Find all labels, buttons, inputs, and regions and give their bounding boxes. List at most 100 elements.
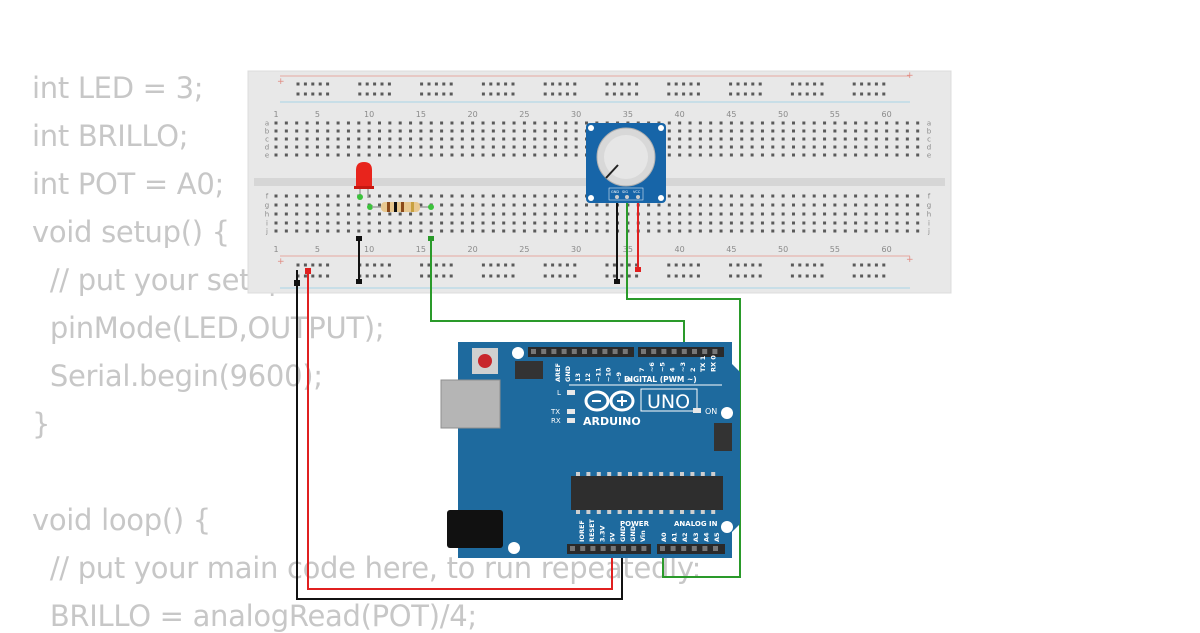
rail-hole (813, 263, 817, 267)
rail-hole (504, 92, 508, 96)
pin-label: A1 (671, 532, 679, 542)
breadboard-hole (429, 145, 433, 149)
breadboard-hole (781, 121, 785, 125)
power-jack (447, 510, 503, 548)
breadboard-hole (678, 212, 682, 216)
mount-hole (658, 125, 664, 131)
rail-hole (511, 263, 515, 267)
breadboard-hole (802, 153, 806, 157)
column-number: 35 (623, 110, 633, 119)
pin-socket (661, 349, 667, 354)
pin-socket (681, 546, 687, 551)
breadboard-hole (792, 153, 795, 157)
pin-label: A4 (702, 532, 710, 542)
breadboard-hole (802, 212, 806, 216)
pin-socket (691, 546, 697, 551)
breadboard-hole (564, 229, 568, 233)
breadboard-hole (440, 129, 444, 133)
rail-hole (420, 274, 424, 278)
breadboard-hole (553, 212, 557, 216)
breadboard-hole (740, 212, 744, 216)
breadboard-hole (885, 221, 889, 225)
rail-hole (558, 92, 562, 96)
breadboard-hole (346, 137, 350, 141)
breadboard-hole (305, 221, 309, 225)
arduino-uno-board[interactable]: UNO ARDUINO DIGITAL (PWM ~) ON L TX RX P… (440, 342, 740, 558)
breadboard-hole (274, 212, 278, 216)
breadboard-hole (729, 203, 733, 207)
rail-hole (387, 92, 391, 96)
code-line: int POT = A0; (32, 167, 224, 201)
rail-hole (743, 92, 747, 96)
breadboard-hole (854, 221, 858, 225)
potentiometer[interactable]: GND SIG VCC (586, 123, 666, 203)
breadboard-hole (471, 229, 475, 233)
pin-socket (602, 349, 608, 354)
rail-hole (635, 274, 639, 278)
breadboard-hole (491, 145, 495, 149)
on-led (693, 408, 701, 413)
red-5v-wire[interactable] (307, 270, 613, 590)
rail-hole (380, 263, 384, 267)
breadboard-hole (346, 121, 350, 125)
breadboard-hole (346, 145, 350, 149)
breadboard-hole (802, 129, 806, 133)
breadboard-hole (719, 153, 723, 157)
rail-hole (496, 92, 500, 96)
pin-socket (670, 546, 676, 551)
breadboard-hole (574, 194, 578, 198)
pin-socket (641, 349, 646, 354)
rail-hole (736, 263, 740, 267)
rail-hole (551, 274, 555, 278)
rail-hole (427, 82, 431, 86)
resistor-band (411, 202, 414, 212)
breadboard-hole (429, 212, 433, 216)
breadboard-hole (522, 212, 526, 216)
breadboard-hole (740, 121, 744, 125)
rail-hole (798, 263, 802, 267)
green-pin3-wire[interactable] (430, 238, 685, 350)
led[interactable] (354, 162, 374, 210)
breadboard-hole (553, 194, 557, 198)
breadboard-hole (678, 194, 682, 198)
breadboard-hole (388, 194, 392, 198)
rail-hole (605, 263, 609, 267)
breadboard-hole (378, 229, 381, 233)
breadboard-hole (378, 194, 381, 198)
breadboard-hole (843, 137, 847, 141)
rail-hole (326, 82, 330, 86)
breadboard-hole (585, 221, 588, 225)
breadboard-hole (543, 194, 547, 198)
breadboard-hole (657, 212, 661, 216)
rail-hole (427, 263, 431, 267)
column-number: 30 (571, 110, 581, 119)
breadboard-hole (905, 129, 909, 133)
breadboard-hole (440, 229, 444, 233)
reset-button[interactable] (478, 354, 492, 368)
breadboard-hole (419, 121, 423, 125)
breadboard-hole (367, 194, 371, 198)
rail-hole (442, 82, 446, 86)
breadboard-hole (812, 137, 816, 141)
breadboard-hole (398, 153, 402, 157)
rail-hole (867, 274, 871, 278)
rail-hole (689, 263, 693, 267)
resistor[interactable] (372, 202, 434, 212)
breadboard-hole (585, 203, 588, 207)
chip-leg (659, 472, 664, 476)
column-number: 50 (778, 110, 788, 119)
breadboard-hole (667, 129, 671, 133)
chip-leg (659, 510, 664, 514)
pot-pin-label: GND (611, 190, 619, 194)
breadboard-hole (471, 129, 475, 133)
breadboard-hole (543, 221, 547, 225)
rail-hole (667, 82, 671, 86)
breadboard-hole (833, 229, 837, 233)
breadboard-hole (874, 153, 878, 157)
black-gnd-wire[interactable] (296, 270, 623, 600)
breadboard-hole (885, 229, 889, 233)
breadboard-hole (719, 121, 723, 125)
breadboard-hole (326, 212, 330, 216)
